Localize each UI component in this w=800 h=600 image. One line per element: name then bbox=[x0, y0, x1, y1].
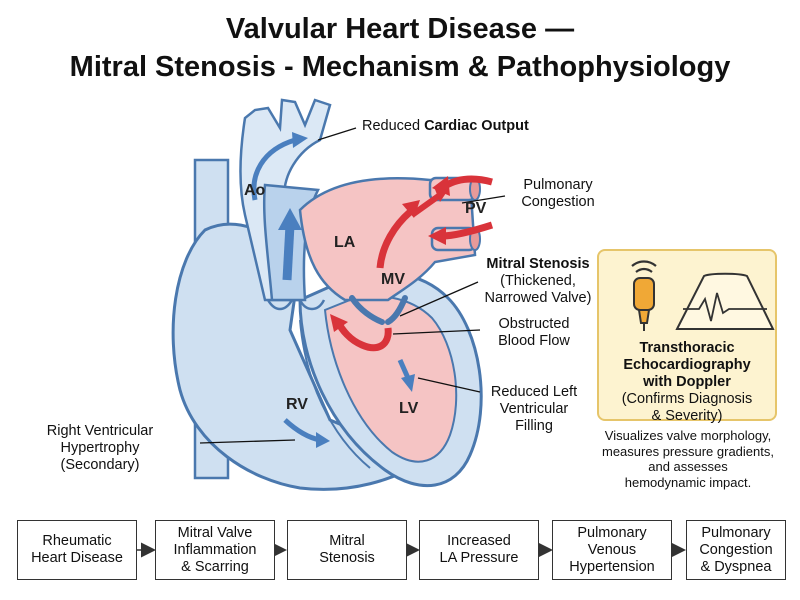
label-pv: PV bbox=[465, 200, 487, 217]
left-ventricle-cavity bbox=[323, 295, 458, 463]
la-upper-arrow bbox=[410, 192, 442, 218]
aorta-flow-arrow bbox=[251, 137, 296, 201]
label-reduced-cardiac-output: Reduced Cardiac Output bbox=[362, 118, 529, 134]
label-right-ventricular-hypertrophy: Right Ventricular Hypertrophy (Secondary… bbox=[46, 423, 154, 473]
mitral-valve-leaflet-right bbox=[385, 295, 408, 325]
label-ao: Ao bbox=[244, 182, 266, 199]
label-obstructed-blood-flow: Obstructed Blood Flow bbox=[498, 316, 570, 349]
la-flow-arrow bbox=[376, 209, 413, 269]
label-mv: MV bbox=[381, 271, 405, 288]
label-la: LA bbox=[334, 234, 356, 251]
label-lv: LV bbox=[399, 400, 419, 417]
mitral-valve-leaflet-left bbox=[349, 295, 385, 325]
pa-flow-arrow bbox=[282, 224, 295, 281]
page-title-line2: Mitral Stenosis - Mechanism & Pathophysi… bbox=[69, 51, 731, 83]
label-mitral-stenosis: Mitral Stenosis (Thickened, Narrowed Val… bbox=[484, 256, 592, 306]
echo-description: Visualizes valve morphology, measures pr… bbox=[602, 428, 774, 490]
label-rv: RV bbox=[286, 396, 308, 413]
label-reduced-lv-filling: Reduced Left Ventricular Filling bbox=[490, 384, 578, 434]
echo-title: Transthoracic Echocardiography with Dopp… bbox=[623, 340, 751, 390]
lv-flow-arrow bbox=[397, 358, 411, 380]
obstructed-flow-arrow bbox=[334, 320, 392, 352]
page-title-line1: Valvular Heart Disease — bbox=[225, 13, 575, 45]
echo-subtitle: (Confirms Diagnosis & Severity) bbox=[621, 391, 753, 424]
label-pulmonary-congestion: Pulmonary Congestion bbox=[521, 177, 595, 210]
ultrasound-probe-icon bbox=[631, 260, 775, 331]
echocardiography-panel: Transthoracic Echocardiography with Dopp… bbox=[597, 249, 777, 424]
